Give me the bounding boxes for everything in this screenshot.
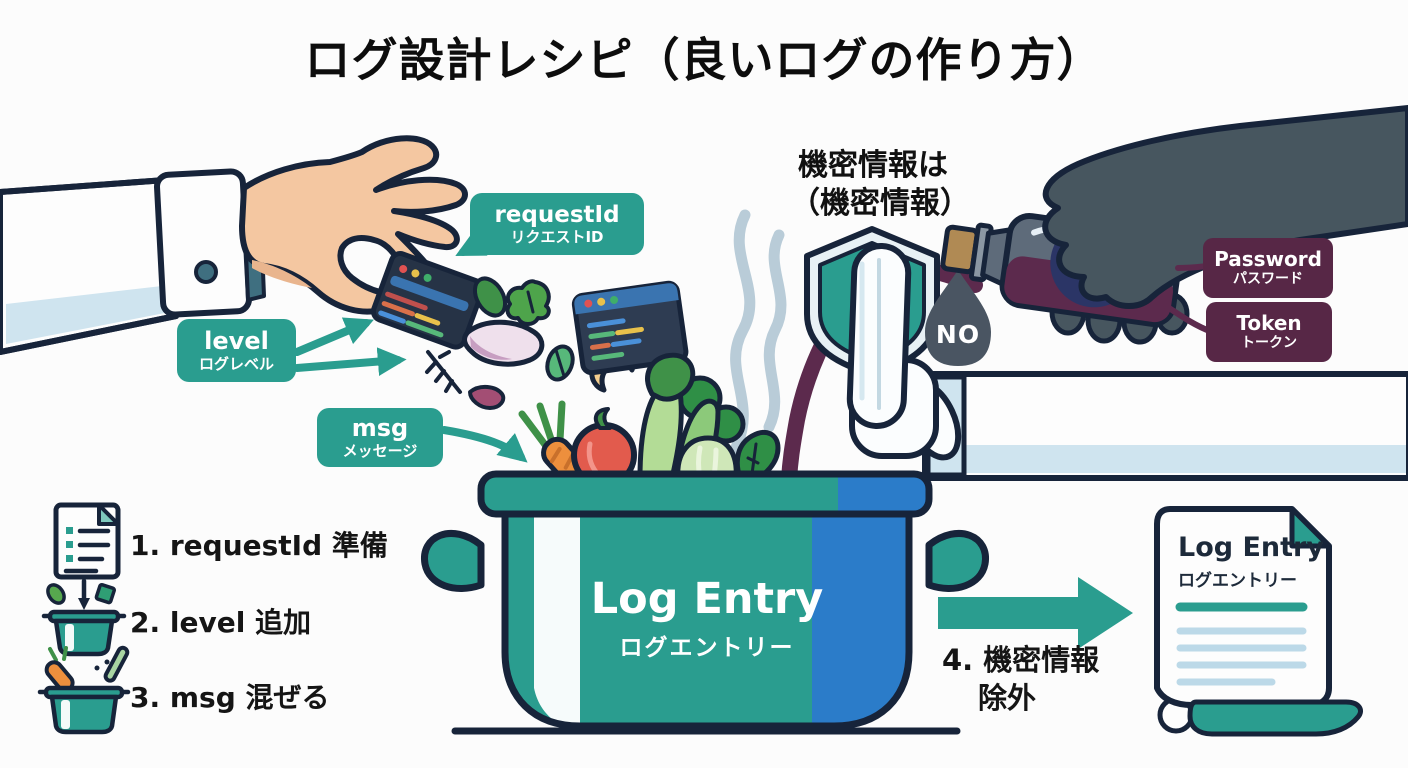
label-password-en: Password [1214,247,1322,272]
herb-twig-icon [425,350,462,394]
label-requestid-en: requestId [494,202,620,229]
poison-hand [940,105,1408,345]
level-arrow-icon [293,317,374,356]
label-token-ja: トークン [1241,335,1297,352]
label-token-en: Token [1236,311,1302,336]
stop-hand-icon [846,243,962,461]
step-2: 2. level 追加 [130,606,312,639]
pot-handle-right [925,529,989,592]
label-password: Password パスワード [1203,238,1333,298]
label-msg: msg メッセージ [317,408,443,467]
label-level: level ログレベル [177,319,296,382]
label-level-en: level [204,327,269,356]
no-label: NO [935,320,981,349]
glove-icon [1042,105,1408,309]
code-window-icon [571,280,689,376]
label-msg-ja: メッセージ [342,441,418,460]
step3-pot-stir-icon [37,645,131,735]
label-msg-en: msg [351,414,409,443]
output-doc-title: Log Entry [1178,532,1324,563]
level-arrow2-icon [293,347,407,376]
pot-title: Log Entry [590,574,824,624]
page-title: ログ設計レシピ（良いログの作り方） [304,33,1104,87]
stop-arm [846,243,1408,481]
output-document-icon [1154,506,1363,737]
spoon-icon [103,645,130,683]
step-4: 4. 機密情報 除外 [942,642,1099,717]
step-4-line1: 4. 機密情報 [942,643,1100,677]
label-password-ja: パスワード [1233,271,1303,288]
label-requestid: requestId リクエストID [470,193,644,255]
step1-document-icon [53,502,121,580]
label-requestid-ja: リクエストID [510,227,604,246]
clove-icon [468,385,506,410]
output-doc-subtitle: ログエントリー [1178,571,1297,591]
chef-arm [0,135,485,355]
label-level-ja: ログレベル [198,354,274,373]
output-doc-label: Log Entry ログエントリー [1178,532,1324,591]
pot-label: Log Entry ログエントリー [505,574,909,662]
step2-pot-add-icon [41,578,127,657]
secret-heading: 機密情報は （機密情報） [790,147,1020,222]
kale-leaf-icon [505,279,551,326]
step-4-line2: 除外 [978,680,1037,715]
label-arrows [293,229,528,463]
msg-arrow-icon [440,426,528,463]
label-token: Token トークン [1206,302,1332,362]
cuff-button [194,260,218,284]
step-1: 1. requestId 準備 [130,529,388,562]
arrow-right-icon [938,577,1133,649]
secret-heading-line2: （機密情報） [790,185,970,221]
vegetables [518,352,781,490]
pot-handle-left [421,529,485,592]
leaf-icon [472,276,508,318]
code-chip-icon [370,251,485,350]
falling-ingredients [425,276,689,410]
secret-heading-line1: 機密情報は [798,148,948,183]
no-drop-icon [925,270,991,366]
pot [421,470,989,735]
step-3: 3. msg 混ぜる [130,681,330,714]
pot-subtitle: ログエントリー [619,635,795,661]
